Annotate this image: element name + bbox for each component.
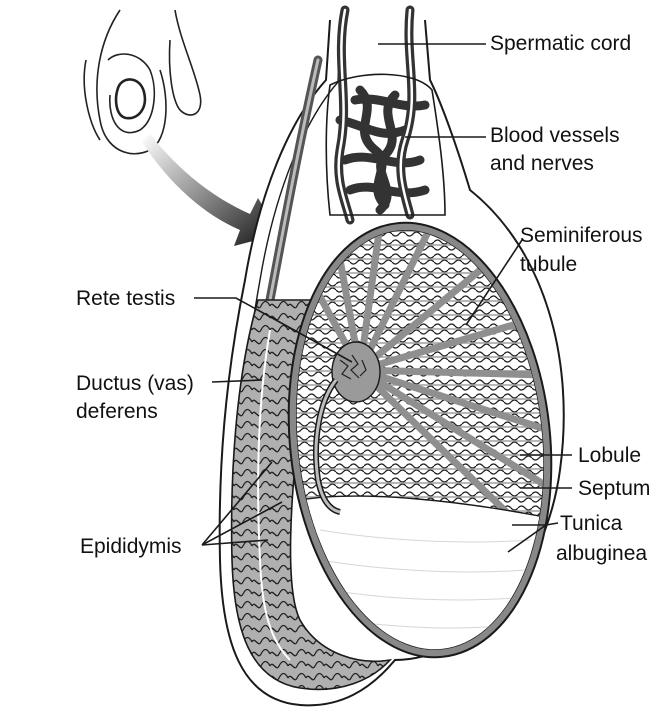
label-lobule: Lobule	[578, 442, 641, 469]
label-seminiferous: Seminiferous	[520, 222, 643, 249]
label-deferens: deferens	[76, 398, 158, 425]
label-rete-testis: Rete testis	[76, 285, 175, 312]
label-tunica: Tunica	[560, 510, 622, 537]
label-ductus: Ductus (vas)	[76, 370, 194, 397]
inset-sketch	[84, 10, 201, 154]
label-albuginea: albuginea	[556, 540, 647, 567]
label-spermatic-cord: Spermatic cord	[490, 30, 631, 57]
label-septum: Septum	[578, 475, 650, 502]
rete-testis	[332, 342, 380, 402]
label-blood-vessels: Blood vessels	[490, 122, 620, 149]
label-epididymis: Epididymis	[80, 533, 182, 560]
label-and-nerves: and nerves	[490, 150, 594, 177]
label-tubule: tubule	[520, 251, 577, 278]
